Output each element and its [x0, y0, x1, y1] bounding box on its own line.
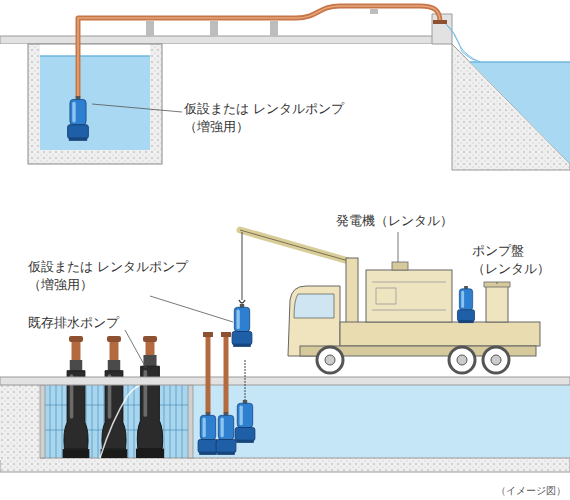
truck-bed [340, 322, 540, 346]
bottom-ground [0, 377, 570, 385]
river-bank [432, 14, 570, 170]
top-pipe [78, 6, 447, 98]
pit-floor [28, 150, 162, 164]
crane-hook-line [242, 232, 243, 300]
callout-label: 既存排水ポンプ [28, 314, 119, 332]
wheel [483, 347, 509, 373]
leader-lines [125, 232, 497, 368]
callout-label: 仮設または レンタルポンプ（増強用） [28, 258, 203, 294]
top-ground [0, 36, 440, 164]
temporary-pumps [198, 332, 255, 455]
pipe-support [270, 21, 278, 36]
spare-pump [457, 286, 474, 323]
leader-line [92, 104, 182, 112]
crane-boom [240, 230, 352, 262]
pit-water [40, 56, 150, 150]
wheel [449, 347, 475, 373]
pump-panel [486, 286, 508, 322]
discharge-spray [446, 24, 480, 62]
pipe-support [370, 9, 378, 14]
callout-label: 発電機（レンタル） [336, 212, 453, 230]
channel-floor [0, 458, 570, 472]
crane-column [346, 258, 358, 324]
hanging-pump [232, 304, 252, 347]
river-water [470, 62, 570, 164]
pipe-support [146, 21, 154, 36]
cutaway-line [100, 385, 140, 458]
existing-pumps [63, 336, 164, 458]
callout-label: ポンプ盤 （レンタル） [472, 242, 564, 278]
pit-wall [150, 44, 162, 164]
callout-label: 仮設または レンタルポンプ（増強用） [184, 100, 359, 136]
rental-pump [68, 96, 89, 141]
cab-window [294, 294, 334, 318]
wheel [317, 347, 343, 373]
generator [366, 270, 452, 322]
image-note: （イメージ図） [496, 484, 566, 498]
pipe-support [210, 21, 218, 36]
channel-wall [0, 385, 40, 460]
pit-wall [28, 44, 40, 164]
